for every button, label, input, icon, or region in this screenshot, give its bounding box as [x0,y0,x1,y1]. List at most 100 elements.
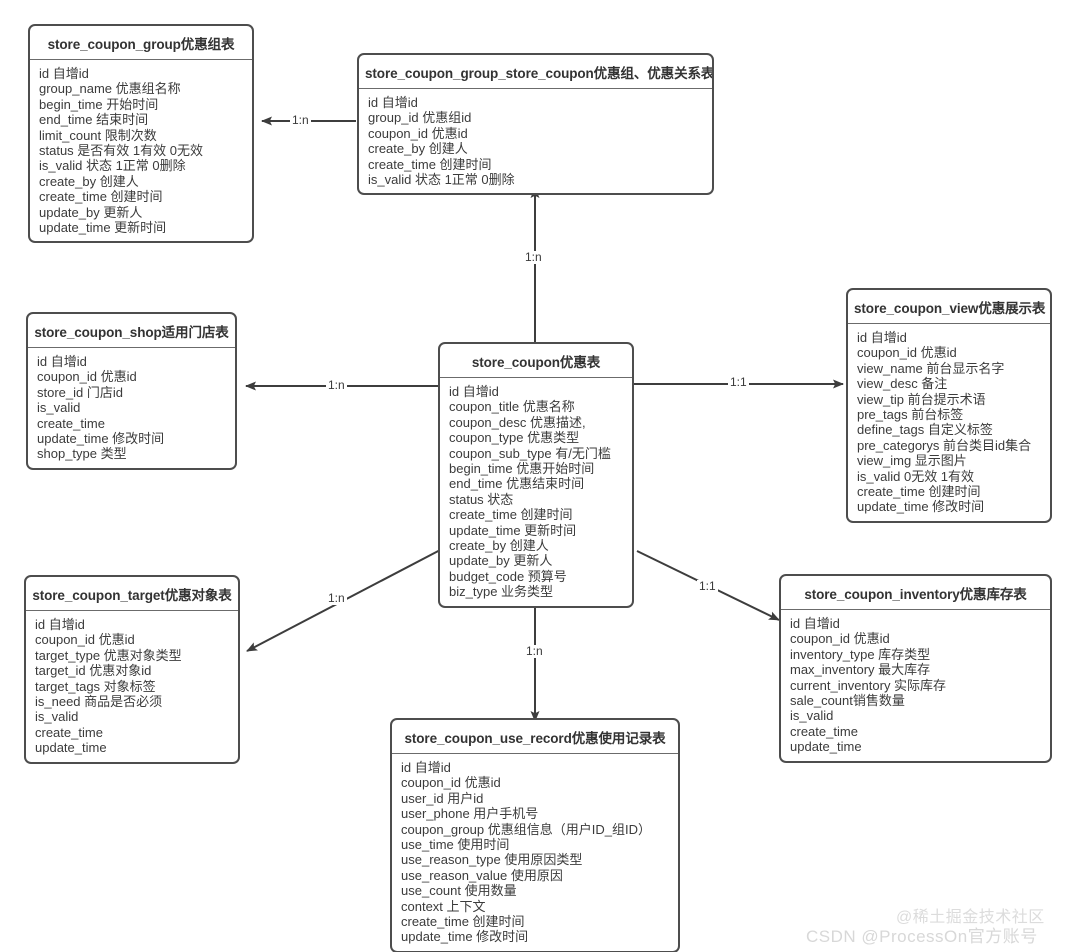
entity-title: store_coupon优惠表 [440,344,632,378]
field: is_valid [35,709,79,725]
entity-store-coupon-shop[interactable]: store_coupon_shop适用门店表 id 自增id coupon_id… [26,312,237,470]
watermark-csdn: CSDN @ProcessOn官方账号 [806,927,1038,946]
field: end_time 结束时间 [39,112,149,128]
entity-field-list: id 自增id coupon_id 优惠id store_id 门店id is_… [28,348,235,468]
entity-store-coupon-inventory[interactable]: store_coupon_inventory优惠库存表 id 自增id coup… [779,574,1052,763]
entity-store-coupon[interactable]: store_coupon优惠表 id 自增id coupon_title 优惠名… [438,342,634,608]
entity-field-list: id 自增id coupon_id 优惠id inventory_type 库存… [781,610,1050,761]
field: is_valid 状态 1正常 0删除 [368,172,515,188]
entity-title: store_coupon_view优惠展示表 [848,290,1050,324]
entity-field-list: id 自增id group_id 优惠组id coupon_id 优惠id cr… [359,89,712,193]
edge-label-coupon-to-view: 1:1 [728,375,749,389]
entity-store-coupon-use-record[interactable]: store_coupon_use_record优惠使用记录表 id 自增id c… [390,718,680,952]
field: update_time 修改时间 [401,929,529,945]
field: create_time [790,723,858,739]
field: coupon_id 优惠id [35,632,135,648]
field: id 自增id [401,760,451,775]
field: use_count 使用数量 [401,883,517,899]
entity-store-coupon-view[interactable]: store_coupon_view优惠展示表 id 自增id coupon_id… [846,288,1052,523]
edge-label-coupon-to-use-record: 1:n [524,644,545,658]
entity-title: store_coupon_shop适用门店表 [28,314,235,348]
field: id 自增id [857,330,907,345]
field: update_time 更新时间 [39,220,167,236]
field: group_name 优惠组名称 [39,81,181,97]
field: use_time 使用时间 [401,837,510,853]
field: is_valid [37,400,81,416]
entity-store-coupon-group-store-coupon[interactable]: store_coupon_group_store_coupon优惠组、优惠关系表… [357,53,714,196]
field: id 自增id [37,354,87,369]
field: id 自增id [449,384,499,399]
field: update_time 更新时间 [449,522,577,538]
entity-field-list: id 自增id coupon_id 优惠id user_id 用户id user… [392,754,678,951]
field: coupon_title 优惠名称 [449,399,575,415]
field: update_by 更新人 [449,553,553,569]
field: coupon_group 优惠组信息（用户ID_组ID） [401,821,651,837]
field: shop_type 类型 [37,446,127,462]
field: inventory_type 库存类型 [790,646,931,662]
field: view_tip 前台提示术语 [857,391,986,407]
entity-title: store_coupon_group_store_coupon优惠组、优惠关系表 [359,55,712,89]
field: use_reason_value 使用原因 [401,867,563,883]
field: coupon_id 优惠id [790,631,890,647]
field: create_time [37,415,105,431]
field: coupon_id 优惠id [368,125,468,141]
field: coupon_sub_type 有/无门槛 [449,445,611,461]
field: id 自增id [35,617,85,632]
field: budget_code 预算号 [449,568,567,584]
field: coupon_id 优惠id [857,345,957,361]
edge-label-relation-to-group: 1:n [290,113,311,127]
field: id 自增id [790,616,840,631]
entity-field-list: id 自增id coupon_id 优惠id view_name 前台显示名字 … [848,324,1050,521]
field: create_time 创建时间 [401,914,525,930]
field: status 状态 [449,491,514,507]
entity-field-list: id 自增id coupon_title 优惠名称 coupon_desc 优惠… [440,378,632,606]
field: create_by 创建人 [39,173,139,189]
edge-label-coupon-to-shop: 1:n [326,378,347,392]
entity-title: store_coupon_target优惠对象表 [26,577,238,611]
field: max_inventory 最大库存 [790,662,931,678]
field: create_time 创建时间 [368,156,492,172]
field: target_tags 对象标签 [35,678,156,694]
field: create_time [35,724,103,740]
field: coupon_type 优惠类型 [449,430,580,446]
field: create_time 创建时间 [39,189,163,205]
entity-title: store_coupon_group优惠组表 [30,26,252,60]
field: id 自增id [39,66,89,81]
entity-store-coupon-target[interactable]: store_coupon_target优惠对象表 id 自增id coupon_… [24,575,240,764]
entity-store-coupon-group[interactable]: store_coupon_group优惠组表 id 自增id group_nam… [28,24,254,244]
field: status 是否有效 1有效 0无效 [39,143,203,159]
field: begin_time 开始时间 [39,96,159,112]
entity-title: store_coupon_inventory优惠库存表 [781,576,1050,610]
field: update_time [35,740,107,756]
field: target_type 优惠对象类型 [35,647,182,663]
field: is_valid 状态 1正常 0删除 [39,158,186,174]
field: define_tags 自定义标签 [857,422,993,438]
field: end_time 优惠结束时间 [449,476,585,492]
edge-label-coupon-to-target: 1:n [326,591,347,605]
field: context 上下文 [401,898,486,914]
field: id 自增id [368,95,418,110]
field: current_inventory 实际库存 [790,677,947,693]
field: user_id 用户id [401,790,484,806]
edge-label-coupon-to-inventory: 1:1 [697,579,718,593]
field: target_id 优惠对象id [35,663,152,679]
field: user_phone 用户手机号 [401,806,539,822]
field: view_desc 备注 [857,376,948,392]
field: coupon_id 优惠id [37,369,137,385]
field: coupon_id 优惠id [401,775,501,791]
entity-field-list: id 自增id coupon_id 优惠id target_type 优惠对象类… [26,611,238,762]
field: store_id 门店id [37,384,123,400]
entity-title: store_coupon_use_record优惠使用记录表 [392,720,678,754]
field: is_valid 0无效 1有效 [857,468,975,484]
field: use_reason_type 使用原因类型 [401,852,583,868]
field: create_by 创建人 [449,538,549,554]
field: limit_count 限制次数 [39,127,157,143]
field: coupon_desc 优惠描述, [449,414,586,430]
field: view_img 显示图片 [857,453,967,469]
watermark-juejin: @稀土掘金技术社区 [896,909,1045,926]
field: view_name 前台显示名字 [857,360,1005,376]
entity-field-list: id 自增id group_name 优惠组名称 begin_time 开始时间… [30,60,252,241]
field: pre_tags 前台标签 [857,407,964,423]
field: create_time 创建时间 [449,507,573,523]
field: is_need 商品是否必须 [35,694,163,710]
